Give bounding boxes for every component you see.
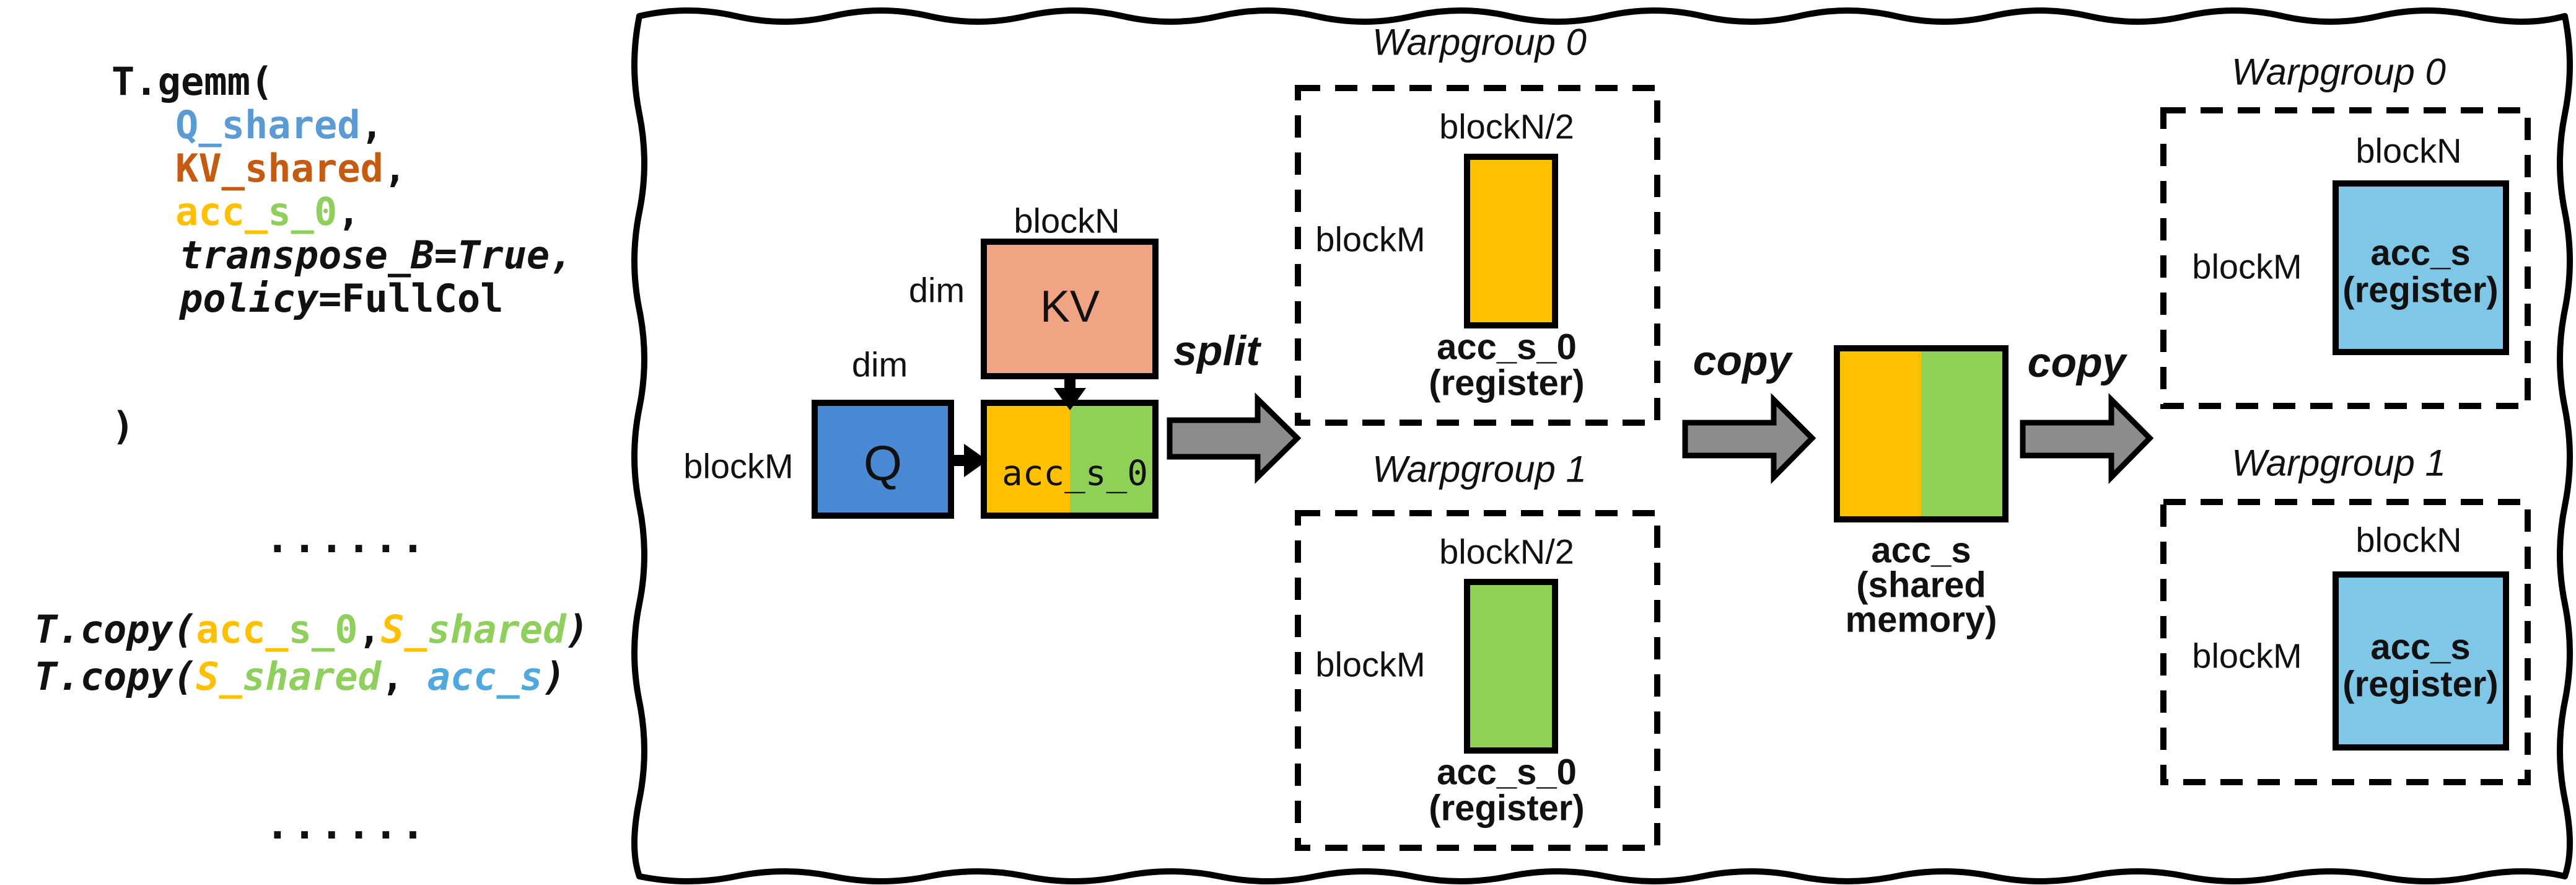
warpgroup0-mid-blockN2-label: blockN/2 xyxy=(1439,107,1574,146)
warpgroup0-mid-title: Warpgroup 0 xyxy=(1372,21,1587,63)
code-gemm-arg-acc: acc_s_0, xyxy=(175,190,361,234)
acc-s-0-block-green-half xyxy=(1070,403,1155,516)
acc-s-0-token-gold: acc_ xyxy=(175,189,268,234)
warpgroup1-right-location-label: (register) xyxy=(2342,664,2499,705)
close-paren: ) xyxy=(543,654,566,699)
code-gemm-open: T.gemm( xyxy=(112,59,273,104)
acc-s-0-register-green-rect xyxy=(1464,579,1558,754)
s-shared-token-gold: S_ xyxy=(196,654,242,699)
close-paren: ) xyxy=(566,607,589,652)
acc-s-0-token-green: s_0 xyxy=(288,607,358,652)
warpgroup1-right-blockM-label: blockM xyxy=(2192,636,2302,676)
blockN-label-main: blockN xyxy=(1014,201,1120,240)
warpgroup1-mid-dashed-box xyxy=(1295,510,1660,851)
kv-block-label: KV xyxy=(1040,282,1100,332)
warpgroup0-right-location-label: (register) xyxy=(2342,270,2499,310)
split-arrow-icon xyxy=(1167,392,1302,484)
acc-s-register-blue-square-wg0 xyxy=(2333,180,2509,355)
acc-s-0-block-label: acc_s_0 xyxy=(1001,453,1149,494)
code-copy-1: T.copy(acc_s_0,S_shared) xyxy=(34,607,589,652)
warpgroup0-right-tensor-label: acc_s xyxy=(2370,232,2471,273)
code-gemm-close: ) xyxy=(112,403,135,449)
blockM-label-main: blockM xyxy=(683,446,794,486)
kernel-scope-wavy-border xyxy=(631,7,2573,884)
s-shared-token-green: shared xyxy=(427,607,566,652)
warpgroup0-mid-dashed-box xyxy=(1295,85,1660,426)
copy-fn: T.copy( xyxy=(34,654,196,699)
warpgroup1-mid-blockN2-label: blockN/2 xyxy=(1439,532,1574,571)
gemm-fn: T.gemm( xyxy=(112,59,274,104)
acc-s-shared-gold-half xyxy=(1837,348,1921,519)
warpgroup0-mid-tensor-label: acc_s_0 xyxy=(1437,327,1577,368)
dim-label-kv: dim xyxy=(908,270,965,310)
acc-s-token-blue: acc_s xyxy=(427,654,543,699)
comma: , xyxy=(337,189,361,234)
shared-location-line2: memory) xyxy=(1845,599,1997,640)
code-gemm-arg-q: Q_shared, xyxy=(175,103,383,148)
warpgroup1-mid-blockM-label: blockM xyxy=(1315,645,1426,684)
dim-label-q: dim xyxy=(851,345,908,384)
code-copy-2: T.copy(S_shared, acc_s) xyxy=(34,654,566,699)
copy-label-1: copy xyxy=(1693,337,1792,384)
acc-s-0-token-green: s_0 xyxy=(268,189,338,234)
code-ellipsis-1: ...... xyxy=(265,514,428,562)
acc-s-0-token-gold: acc_ xyxy=(196,607,289,652)
s-shared-token-gold: S_ xyxy=(380,607,427,652)
warpgroup0-mid-location-label: (register) xyxy=(1429,363,1585,403)
split-label: split xyxy=(1173,327,1260,374)
policy-keyword: policy xyxy=(180,276,318,321)
copy-arrow-to-shared-icon xyxy=(1682,393,1816,484)
kv-shared-token: KV_shared xyxy=(175,146,383,191)
warpgroup1-mid-location-label: (register) xyxy=(1429,788,1585,829)
warpgroup0-mid-blockM-label: blockM xyxy=(1315,219,1426,259)
acc-s-shared-outline xyxy=(1834,345,2009,522)
kv-to-acc-arrow-icon xyxy=(1054,377,1086,410)
policy-value: =FullCol xyxy=(318,276,504,321)
warpgroup0-right-blockN-label: blockN xyxy=(2355,131,2462,170)
copy-arrow-to-register-icon xyxy=(2020,393,2154,484)
comma: , xyxy=(357,607,381,652)
acc-s-0-register-gold-rect xyxy=(1464,154,1558,328)
kv-block xyxy=(981,239,1159,379)
warpgroup1-right-title: Warpgroup 1 xyxy=(2232,442,2446,484)
comma: , xyxy=(380,654,427,699)
q-to-acc-arrow-icon xyxy=(954,444,988,477)
acc-s-register-blue-square-wg1 xyxy=(2333,571,2509,751)
shared-tensor-label: acc_s xyxy=(1871,530,1971,571)
warpgroup1-right-tensor-label: acc_s xyxy=(2370,627,2471,667)
warpgroup1-mid-tensor-label: acc_s_0 xyxy=(1437,752,1577,793)
q-block-label: Q xyxy=(863,436,903,491)
copy-fn: T.copy( xyxy=(34,607,196,652)
code-gemm-arg-transpose: transpose_B=True, xyxy=(180,232,573,278)
warpgroup0-right-dashed-box xyxy=(2160,107,2531,409)
code-ellipsis-2: ...... xyxy=(265,801,428,848)
comma: , xyxy=(383,146,407,191)
q-block xyxy=(812,400,954,519)
warpgroup0-right-blockM-label: blockM xyxy=(2192,247,2302,286)
s-shared-token-green: shared xyxy=(242,654,381,699)
acc-s-shared-green-half xyxy=(1921,348,2005,519)
code-gemm-arg-kv: KV_shared, xyxy=(175,146,406,191)
acc-s-0-block-gold-half xyxy=(984,403,1070,516)
warpgroup1-right-dashed-box xyxy=(2160,499,2531,785)
warpgroup0-right-title: Warpgroup 0 xyxy=(2232,51,2446,93)
warpgroup1-right-blockN-label: blockN xyxy=(2355,520,2462,560)
shared-location-line1: (shared xyxy=(1856,565,1986,605)
code-gemm-arg-policy: policy=FullCol xyxy=(180,276,504,321)
copy-label-2: copy xyxy=(2027,339,2126,386)
q-shared-token: Q_shared xyxy=(175,102,361,148)
comma: , xyxy=(360,102,383,148)
warpgroup1-mid-title: Warpgroup 1 xyxy=(1372,448,1587,490)
